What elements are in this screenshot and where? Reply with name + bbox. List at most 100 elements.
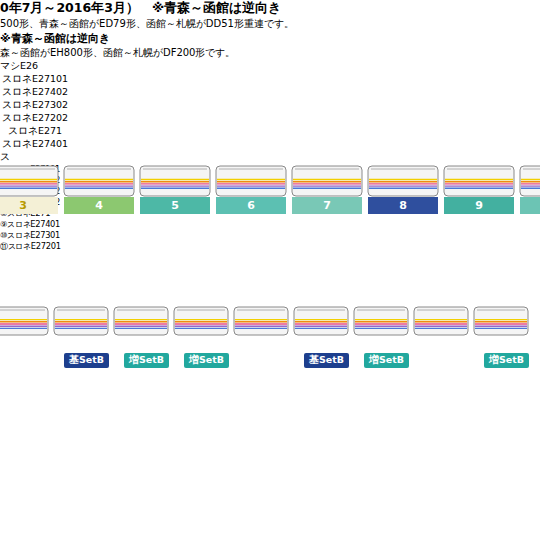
car-roof-line [295,169,359,170]
car-stripe [415,323,467,324]
car-stripe [369,185,437,186]
car-number: 8 [399,199,407,212]
car-roof-line [0,310,45,311]
car-body [414,307,468,335]
car-stripe [293,185,361,186]
car-stripe [415,328,467,329]
car-roof-line [117,310,165,311]
car-stripe [0,185,57,186]
car-number: 7 [323,199,331,212]
car-stripe [445,188,513,189]
car-stripe [55,328,107,329]
car-stripe [55,323,107,324]
car-stripe [521,181,540,182]
car-roof-line [447,169,511,170]
car-body [520,166,540,196]
car-roof-line [523,169,540,170]
car-stripe [115,326,167,327]
car-stripe [475,326,527,327]
car-stripe [475,328,527,329]
car-body [354,307,408,335]
car-stripe [521,179,540,180]
car-roof-line [67,169,131,170]
set-label: 基SetB [69,354,104,367]
number-band: 7 [292,197,362,214]
car-stripe [355,323,407,324]
car-stripe [0,319,47,320]
car-stripe [415,319,467,320]
car-body [0,307,48,335]
car-body [0,166,58,196]
car-stripe [141,181,209,182]
car-stripe [55,321,107,322]
car-stripe [235,323,287,324]
car-stripe [175,321,227,322]
car-stripe [55,326,107,327]
car-stripe [369,188,437,189]
car-body [444,166,514,196]
car-body [140,166,210,196]
car-roof-line [297,310,345,311]
car-body [174,307,228,335]
car-stripe [369,183,437,184]
car-stripe [65,181,133,182]
number-band: 6 [216,197,286,214]
car-stripe [65,188,133,189]
car-stripe [141,188,209,189]
car-stripe [141,179,209,180]
set-label: 増SetB [189,354,224,367]
car-stripe [217,181,285,182]
number-band: 9 [444,197,514,214]
car-stripe [115,319,167,320]
number-band: 4 [64,197,134,214]
car-stripe [293,179,361,180]
car-number: 4 [95,199,103,212]
car-body [474,307,528,335]
car-roof-line [143,169,207,170]
car-body [114,307,168,335]
number-band: 5 [140,197,210,214]
car-stripe [0,323,47,324]
car-stripe [445,185,513,186]
car-stripe [55,319,107,320]
car-roof-line [417,310,465,311]
set-badge: 基SetB [64,353,109,368]
car-stripe [235,319,287,320]
car-number: 9 [475,199,483,212]
car-stripe [217,185,285,186]
car-stripe [0,321,47,322]
car-name: マシE26 [0,60,540,73]
car-stripe [415,321,467,322]
car-roof-line [371,169,435,170]
direction-heading: ※青森～函館は逆向き [0,31,540,46]
car-body [216,166,286,196]
car-stripe [475,319,527,320]
car-number: 5 [171,199,179,212]
car-body [54,307,108,335]
set-badge: 増SetB [364,353,409,368]
set-label: 増SetB [369,354,404,367]
car-stripe [295,319,347,320]
car-name: スロネE27402 [0,86,70,99]
car-stripe [115,321,167,322]
car-stripe [355,319,407,320]
car-name: スロネE271 [0,125,70,138]
car-body [368,166,438,196]
car-stripe [115,323,167,324]
number-band: 3 [0,197,58,214]
car-stripe [65,183,133,184]
car-stripe [293,183,361,184]
car-name: スロネE27101 [0,73,70,86]
car-stripe [445,179,513,180]
car-name: スロネE27401 [0,138,70,151]
car-stripe [0,188,57,189]
car-stripe [235,321,287,322]
car-stripe [293,181,361,182]
car-name: ⑪スロネE27201 [0,241,540,252]
car-stripe [369,181,437,182]
car-roof-line [237,310,285,311]
car-stripe [217,188,285,189]
car-stripe [0,183,57,184]
number-band: 8 [368,197,438,214]
car-stripe [0,328,47,329]
